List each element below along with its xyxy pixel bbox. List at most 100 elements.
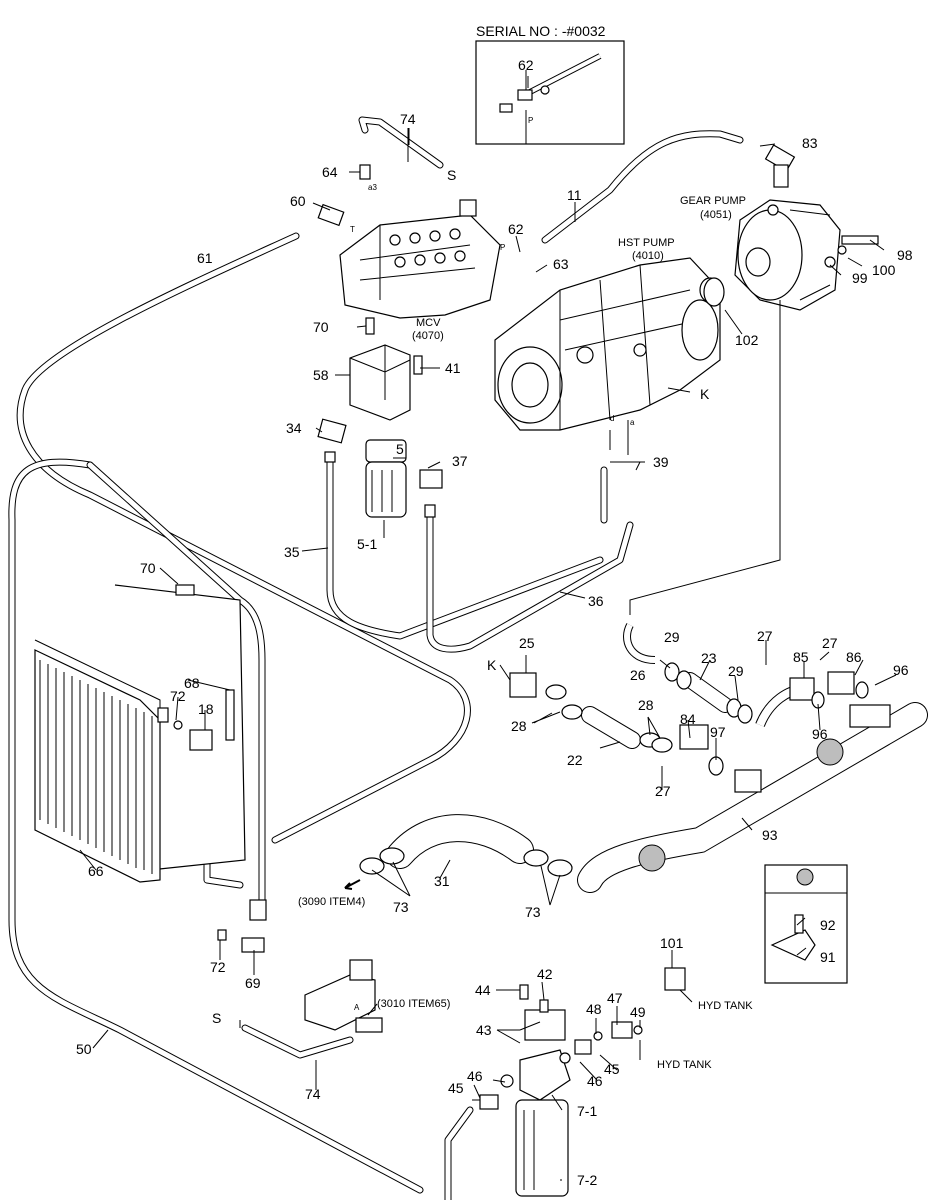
label-99: 99 <box>852 270 868 286</box>
reference-arrow <box>344 879 361 890</box>
label-27-b: 27 <box>822 635 838 651</box>
label-74-top: 74 <box>400 111 416 127</box>
label-73-a: 73 <box>393 899 409 915</box>
label-hyd-tank-1: HYD TANK <box>698 1000 753 1012</box>
label-91: 91 <box>820 949 836 965</box>
label-64: 64 <box>322 164 338 180</box>
label-85: 85 <box>793 649 809 665</box>
label-86: 86 <box>846 649 862 665</box>
label-gear-pump-code: (4051) <box>700 209 732 221</box>
label-29-b: 29 <box>728 663 744 679</box>
label-tiny-p-mcv: P <box>500 243 505 252</box>
serial-box-title: SERIAL NO : -#0032 <box>476 23 606 39</box>
label-3090-item4: (3090 ITEM4) <box>298 896 365 908</box>
label-27-a: 27 <box>757 628 773 644</box>
label-hyd-tank-2: HYD TANK <box>657 1059 712 1071</box>
label-hst-pump-code: (4010) <box>632 250 664 262</box>
label-k-pipe: K <box>487 657 497 673</box>
label-46-a: 46 <box>467 1068 483 1084</box>
label-k-pump: K <box>700 386 710 402</box>
label-73-b: 73 <box>525 904 541 920</box>
label-63: 63 <box>553 256 569 272</box>
label-84: 84 <box>680 711 696 727</box>
label-45-b: 45 <box>604 1061 620 1077</box>
label-43: 43 <box>476 1022 492 1038</box>
label-hst-pump: HST PUMP <box>618 237 675 249</box>
mcv-valve <box>317 164 501 319</box>
label-27-c: 27 <box>655 783 671 799</box>
label-mcv-code: (4070) <box>412 330 444 342</box>
label-93: 93 <box>762 827 778 843</box>
label-96-b: 96 <box>812 726 828 742</box>
label-11: 11 <box>567 187 582 203</box>
label-66: 66 <box>88 863 104 879</box>
label-22: 22 <box>567 752 583 768</box>
label-28-a: 28 <box>511 718 527 734</box>
label-34: 34 <box>286 420 302 436</box>
label-45-a: 45 <box>448 1080 464 1096</box>
label-62: 62 <box>508 221 524 237</box>
label-36: 36 <box>588 593 604 609</box>
hst-pump <box>494 257 721 455</box>
label-26: 26 <box>630 667 646 683</box>
label-97: 97 <box>710 724 726 740</box>
label-7-2: 7-2 <box>577 1172 597 1188</box>
label-3010-item65: (3010 ITEM65) <box>377 998 450 1010</box>
label-50: 50 <box>76 1041 92 1057</box>
callout-labels: 62 74 S 64 60 61 11 62 63 83 GEAR PUMP (… <box>76 57 913 1188</box>
label-46-b: 46 <box>587 1073 603 1089</box>
label-74-bottom: 74 <box>305 1086 321 1102</box>
label-mcv: MCV <box>416 317 441 329</box>
label-tiny-a-upper: A <box>354 1003 360 1012</box>
label-48: 48 <box>586 1001 602 1017</box>
label-31: 31 <box>434 873 450 889</box>
label-60: 60 <box>290 193 306 209</box>
label-39: 39 <box>653 454 669 470</box>
label-s-top: S <box>447 167 456 183</box>
gear-pump <box>703 144 879 311</box>
detail-box-91-92 <box>764 864 848 984</box>
label-18: 18 <box>198 701 214 717</box>
label-tiny-a3: a3 <box>368 183 377 192</box>
label-98: 98 <box>897 247 913 263</box>
label-gear-pump: GEAR PUMP <box>680 195 746 207</box>
label-5: 5 <box>396 441 404 457</box>
label-29-a: 29 <box>664 629 680 645</box>
label-5-1: 5-1 <box>357 536 377 552</box>
label-70-cooler: 70 <box>140 560 156 576</box>
leader-lines <box>79 70 897 1181</box>
label-49: 49 <box>630 1004 646 1020</box>
label-s-bottom: S <box>212 1010 221 1026</box>
label-83: 83 <box>802 135 818 151</box>
label-100: 100 <box>872 262 896 278</box>
label-62-serial: 62 <box>518 57 534 73</box>
label-23: 23 <box>701 650 717 666</box>
label-69: 69 <box>245 975 261 991</box>
label-70-top: 70 <box>313 319 329 335</box>
label-41: 41 <box>445 360 461 376</box>
label-61: 61 <box>197 250 213 266</box>
label-44: 44 <box>475 982 491 998</box>
label-58: 58 <box>313 367 329 383</box>
label-68: 68 <box>184 675 200 691</box>
label-101: 101 <box>660 935 684 951</box>
label-47: 47 <box>607 990 623 1006</box>
label-28-b: 28 <box>638 697 654 713</box>
label-35: 35 <box>284 544 300 560</box>
label-tiny-t: T <box>350 225 355 234</box>
label-92: 92 <box>820 917 836 933</box>
oil-cooler <box>34 584 267 921</box>
hose-lines <box>8 116 744 1200</box>
label-tiny-p-serial: P <box>528 116 533 125</box>
label-72-b: 72 <box>210 959 226 975</box>
bracket-and-filter <box>317 317 443 518</box>
label-96-a: 96 <box>893 662 909 678</box>
label-42: 42 <box>537 966 553 982</box>
label-tiny-a: a <box>630 418 635 427</box>
label-7-1: 7-1 <box>577 1103 597 1119</box>
label-102: 102 <box>735 332 759 348</box>
label-37: 37 <box>452 453 468 469</box>
label-25: 25 <box>519 635 535 651</box>
label-72-a: 72 <box>170 688 186 704</box>
